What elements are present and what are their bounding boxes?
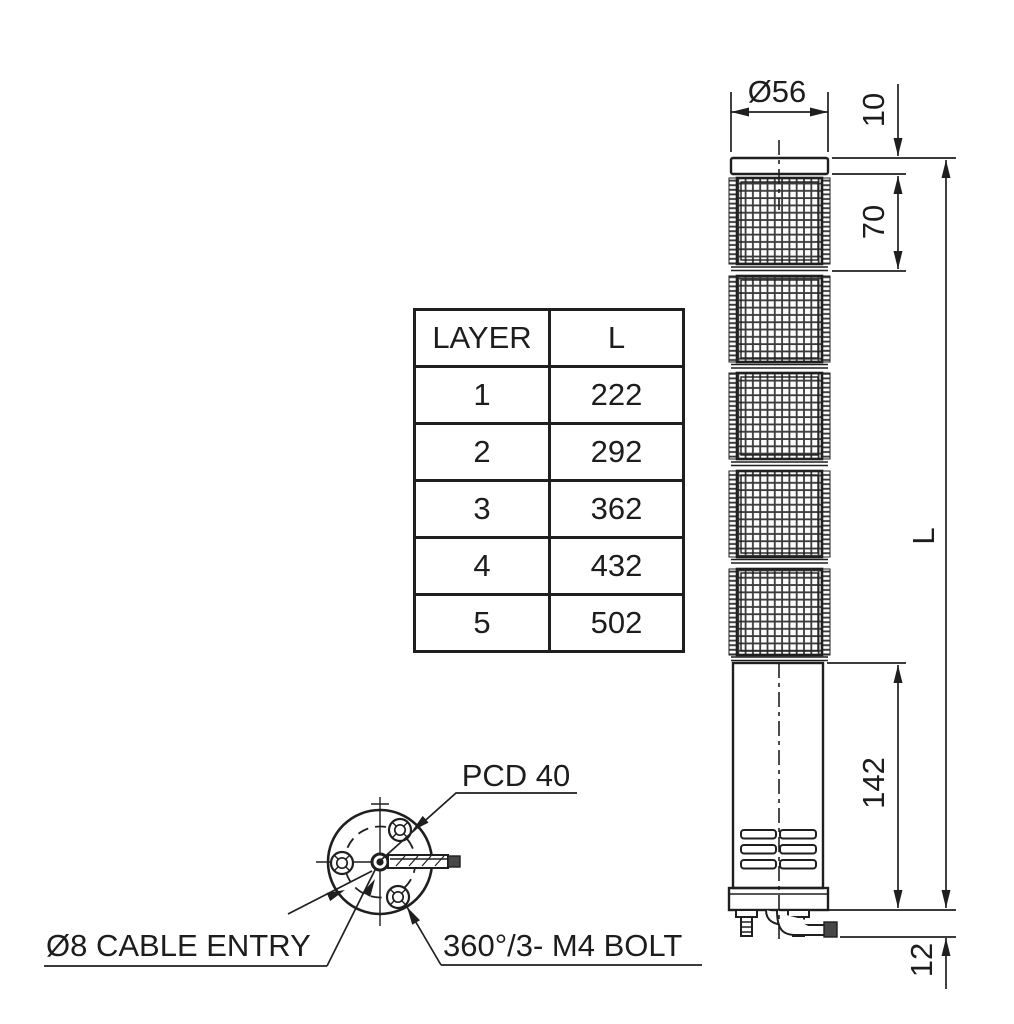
dimension-base-height: 142 (856, 665, 903, 908)
layer-length-table: LAYER L 1 222 2 292 3 362 4 432 5 502 (413, 308, 685, 653)
table-cell-layer: 5 (413, 593, 551, 653)
table-header-length: L (548, 308, 685, 368)
callout-cable-entry: Ø8 CABLE ENTRY (44, 867, 377, 967)
dimension-label-L: L (906, 527, 941, 544)
table-cell-layer: 4 (413, 536, 551, 596)
terminal-stud (387, 854, 461, 869)
table-row: 4 432 (413, 536, 685, 596)
dimension-annotations: Ø56 10 70 L (730, 74, 956, 989)
mounting-bolt-label: 360°/3- M4 BOLT (443, 928, 682, 963)
dimension-label-10: 10 (856, 93, 891, 127)
dimension-module-height: 70 (856, 176, 903, 269)
dimension-label-70: 70 (856, 205, 891, 239)
table-row: 5 502 (413, 593, 685, 653)
callout-mounting-bolt: 360°/3- M4 BOLT (406, 906, 702, 966)
table-cell-length: 222 (548, 365, 685, 425)
table-cell-length: 362 (548, 479, 685, 539)
table-row: 1 222 (413, 365, 685, 425)
dimension-cap-height: 10 (856, 84, 903, 156)
bolt-hole-top (387, 817, 413, 843)
cable-outlet (765, 909, 838, 938)
dimension-label-diameter: Ø56 (748, 74, 807, 109)
dimension-bolt-protrusion: 12 (904, 938, 951, 989)
table-header-row: LAYER L (413, 308, 685, 368)
buzzer-vents (740, 829, 817, 870)
dimension-top-diameter: Ø56 (730, 74, 829, 152)
table-cell-layer: 1 (413, 365, 551, 425)
table-cell-length: 432 (548, 536, 685, 596)
signal-tower-side-view (727, 140, 838, 941)
dimension-label-12: 12 (904, 943, 939, 977)
table-cell-layer: 2 (413, 422, 551, 482)
lens-module-3 (728, 371, 831, 467)
bolt-hole-left (329, 850, 355, 876)
callout-pcd: PCD 40 (380, 758, 577, 861)
pcd-label: PCD 40 (462, 758, 571, 793)
lens-module-2 (728, 274, 831, 369)
table-row: 2 292 (413, 422, 685, 482)
cable-entry-label: Ø8 CABLE ENTRY (46, 928, 311, 963)
lens-module-4 (728, 469, 831, 564)
table-header-layer: LAYER (413, 308, 551, 368)
dimension-overall-length: L (906, 160, 951, 908)
table-row: 3 362 (413, 479, 685, 539)
bottom-view: PCD 40 Ø8 CABLE ENTRY 360°/3- M4 BOLT (44, 758, 702, 967)
table-cell-layer: 3 (413, 479, 551, 539)
table-cell-length: 292 (548, 422, 685, 482)
bolt-hole-bottom (385, 884, 411, 910)
lens-module-5 (728, 567, 831, 662)
mounting-bolt-left (735, 909, 758, 937)
dimension-label-142: 142 (856, 757, 891, 809)
table-cell-length: 502 (548, 593, 685, 653)
